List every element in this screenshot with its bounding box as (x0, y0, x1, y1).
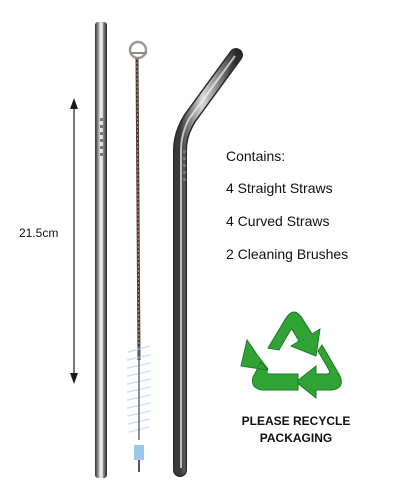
cleaning-brush (126, 40, 152, 472)
straight-straw (95, 22, 107, 478)
contents-item-curved-straws: 4 Curved Straws (226, 213, 330, 229)
contents-item-cleaning-brushes: 2 Cleaning Brushes (226, 246, 349, 262)
recycle-caption-line2: PACKAGING (259, 431, 333, 445)
measurement-arrow (70, 98, 78, 384)
length-label: 21.5cm (19, 226, 59, 240)
contents-item-straight-straws: 4 Straight Straws (226, 180, 333, 196)
straw-engraving (100, 118, 103, 156)
recycle-caption: PLEASE RECYCLE PACKAGING (226, 413, 366, 447)
recycle-caption-line1: PLEASE RECYCLE (241, 414, 351, 428)
curved-straw-engraving (183, 150, 186, 181)
recycle-icon (240, 311, 342, 400)
contents-heading: Contains: (226, 148, 286, 164)
contents-list: Contains: 4 Straight Straws 4 Curved Str… (224, 148, 394, 279)
curved-straw (173, 48, 243, 477)
